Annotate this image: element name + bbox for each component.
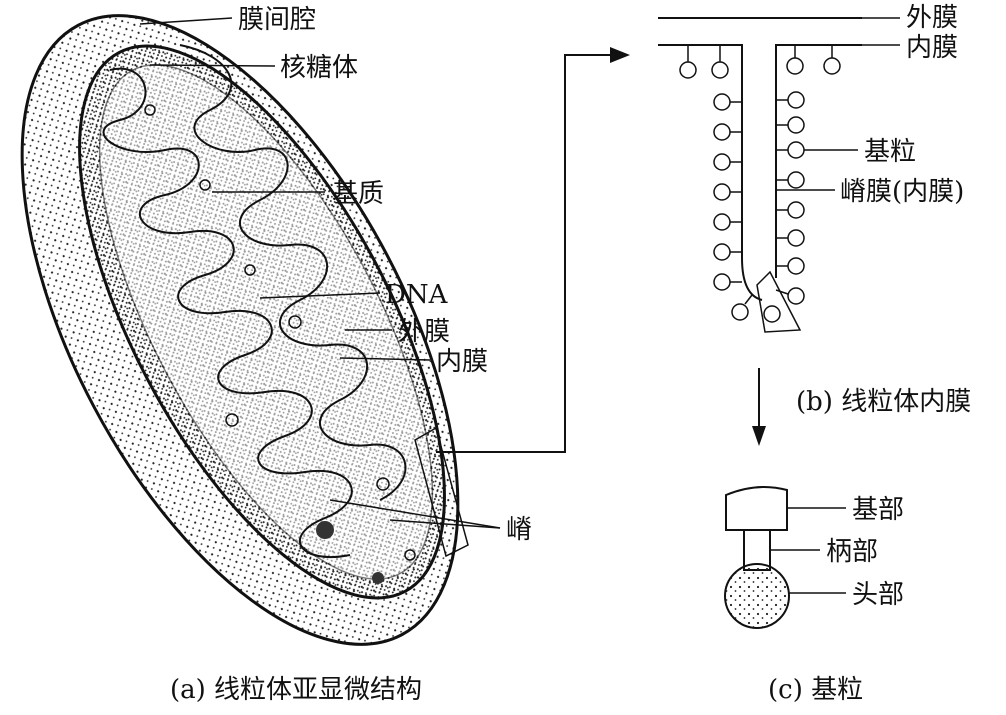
label-outer-membrane-b: 外膜 xyxy=(906,3,958,33)
label-ribosome: 核糖体 xyxy=(280,53,358,83)
panel-c-labels: 基部 柄部 头部 (c) 基粒 xyxy=(768,495,904,705)
label-crista-membrane: 嵴膜(内膜) xyxy=(840,177,964,207)
label-outer-membrane-a: 外膜 xyxy=(398,317,450,347)
label-head: 头部 xyxy=(852,580,904,610)
label-particle: 基粒 xyxy=(864,137,916,167)
cristae-folds-2 xyxy=(179,44,407,501)
caption-c: (c) 基粒 xyxy=(768,675,863,705)
panel-a-leaders xyxy=(139,17,501,529)
label-cristae: 嵴 xyxy=(506,515,532,545)
particle-head xyxy=(724,563,790,629)
label-inner-membrane-b: 内膜 xyxy=(906,33,958,63)
connector-arrow-a-to-b xyxy=(436,47,630,453)
cristae-folds xyxy=(102,67,353,558)
panel-a-labels: 膜间腔 核糖体 基质 DNA 外膜 内膜 嵴 (a) 线粒体亚显微结构 xyxy=(170,5,532,705)
label-inner-membrane-a: 内膜 xyxy=(436,347,488,377)
particle-base xyxy=(725,485,788,531)
particles xyxy=(679,45,841,323)
mitochondrion-drawing xyxy=(20,14,469,646)
caption-b: (b) 线粒体内膜 xyxy=(796,387,971,417)
panel-b-labels: 外膜 内膜 基粒 嵴膜(内膜) (b) 线粒体内膜 xyxy=(796,3,971,417)
label-base: 基部 xyxy=(852,495,904,525)
particle-diagram xyxy=(724,485,846,629)
caption-a: (a) 线粒体亚显微结构 xyxy=(170,675,422,705)
label-dna: DNA xyxy=(385,280,449,310)
inner-membrane-diagram xyxy=(658,17,900,333)
connector-arrow-b-to-c xyxy=(752,368,766,446)
label-stalk: 柄部 xyxy=(826,537,878,567)
label-intermembrane-space: 膜间腔 xyxy=(238,5,316,35)
label-matrix: 基质 xyxy=(332,179,384,209)
